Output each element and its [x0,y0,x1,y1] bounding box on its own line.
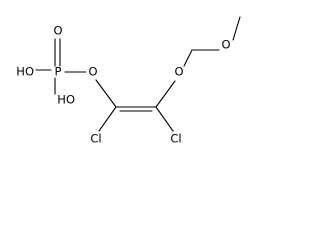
atom-label-ether-oxygen: O [174,65,183,79]
atom-label-chlorine-right: Cl [170,132,181,146]
bond-c2-ether-oxygen [155,80,176,108]
atom-label-phosphorus: P [55,65,62,79]
bond-ether-oxygen-ch2 [183,49,193,67]
atom-label-methoxy-oxygen: O [221,38,230,52]
bond-c2-chlorine [155,106,174,132]
atom-label-ester-oxygen: O [88,65,97,79]
atom-label-oxo-oxygen: O [53,24,62,38]
molecule-structure-diagram: O P HO HO O O O Cl Cl [16,16,241,146]
bond-c1-chlorine [98,106,117,132]
atom-label-hydroxyl-bottom: HO [57,93,75,107]
atom-label-hydroxyl-top: HO [16,65,34,79]
atom-label-chlorine-left: Cl [90,132,101,146]
bond-methoxy-oxygen-ch3 [232,16,241,41]
bond-ester-oxygen-c1 [95,79,117,108]
